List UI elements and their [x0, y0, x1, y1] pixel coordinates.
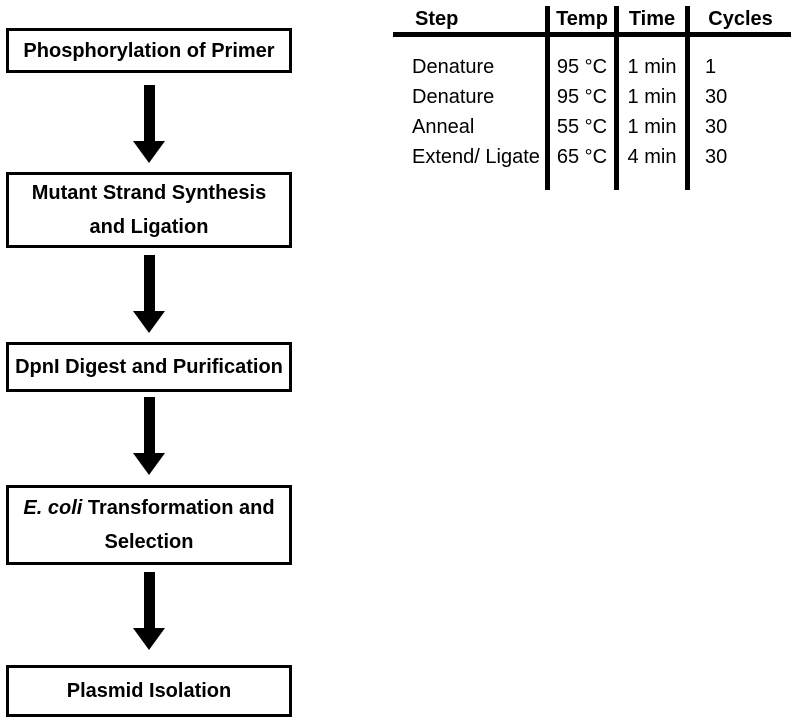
- table-cell: 4 min: [627, 145, 677, 168]
- down-arrow-icon: [133, 85, 165, 163]
- table-cell: 30: [705, 85, 728, 108]
- down-arrow-icon: [133, 255, 165, 333]
- down-arrow-icon: [133, 572, 165, 650]
- arrow-stem: [143, 255, 155, 311]
- column-header-temp: Temp: [556, 7, 608, 30]
- flow-box-label-line2: Selection: [104, 531, 194, 553]
- flow-box-ecoli-transformation: E. coli Transformation and Selection: [6, 485, 292, 565]
- table-cell: 55 °C: [556, 115, 608, 138]
- table-cell: 1 min: [627, 115, 677, 138]
- column-cells-step: Denature Denature Anneal Extend/ Ligate: [393, 32, 545, 172]
- table-cell: 1: [705, 55, 717, 78]
- table-cell: 30: [705, 145, 728, 168]
- flow-box-label-line1: Mutant Strand Synthesis: [31, 182, 267, 204]
- flow-box-label-line1-rest: Transformation and: [82, 497, 275, 519]
- flow-box-label-line2: and Ligation: [89, 216, 209, 238]
- table-cell: 95 °C: [556, 55, 608, 78]
- table-column-temp: Temp 95 °C 95 °C 55 °C 65 °C: [545, 6, 614, 190]
- down-arrow-icon: [133, 397, 165, 475]
- arrow-head: [133, 628, 165, 650]
- table-cell: 95 °C: [556, 85, 608, 108]
- table-cell: Denature: [412, 85, 495, 108]
- flow-box-label: DpnI Digest and Purification: [15, 356, 283, 378]
- arrow-stem: [143, 85, 155, 141]
- arrow-head: [133, 141, 165, 163]
- arrow-head: [133, 453, 165, 475]
- table-cell: Denature: [412, 55, 495, 78]
- table-cell: 1 min: [627, 55, 677, 78]
- pcr-cycling-table: Step Denature Denature Anneal Extend/ Li…: [393, 6, 791, 190]
- flow-box-plasmid-isolation: Plasmid Isolation: [6, 665, 292, 717]
- column-header-time: Time: [628, 7, 676, 30]
- table-cell: 30: [705, 115, 728, 138]
- column-header-cycles: Cycles: [708, 7, 773, 30]
- table-column-cycles: Cycles 1 30 30 30: [685, 6, 791, 190]
- table-column-time: Time 1 min 1 min 1 min 4 min: [614, 6, 685, 190]
- header-divider-rule: [393, 32, 791, 37]
- table-column-step: Step Denature Denature Anneal Extend/ Li…: [393, 6, 545, 190]
- table-cell: Anneal: [412, 115, 475, 138]
- column-cells-temp: 95 °C 95 °C 55 °C 65 °C: [550, 32, 614, 172]
- ecoli-italic-text: E. coli: [23, 497, 83, 519]
- flow-box-label: Phosphorylation of Primer: [23, 39, 275, 62]
- column-cells-cycles: 1 30 30 30: [690, 32, 791, 172]
- table-cell: 1 min: [627, 85, 677, 108]
- arrow-stem: [143, 397, 155, 453]
- flow-box-phosphorylation: Phosphorylation of Primer: [6, 28, 292, 73]
- column-header-step: Step: [415, 7, 459, 30]
- flow-box-dpni-digest: DpnI Digest and Purification: [6, 342, 292, 392]
- flow-box-label: Plasmid Isolation: [66, 680, 232, 702]
- flow-box-label-line1: E. coli Transformation and: [23, 491, 274, 525]
- arrow-head: [133, 311, 165, 333]
- table-cell: Extend/ Ligate: [412, 145, 540, 168]
- arrow-stem: [143, 572, 155, 628]
- flow-box-mutant-strand-synthesis: Mutant Strand Synthesis and Ligation: [6, 172, 292, 248]
- column-cells-time: 1 min 1 min 1 min 4 min: [619, 32, 685, 172]
- table-cell: 65 °C: [556, 145, 608, 168]
